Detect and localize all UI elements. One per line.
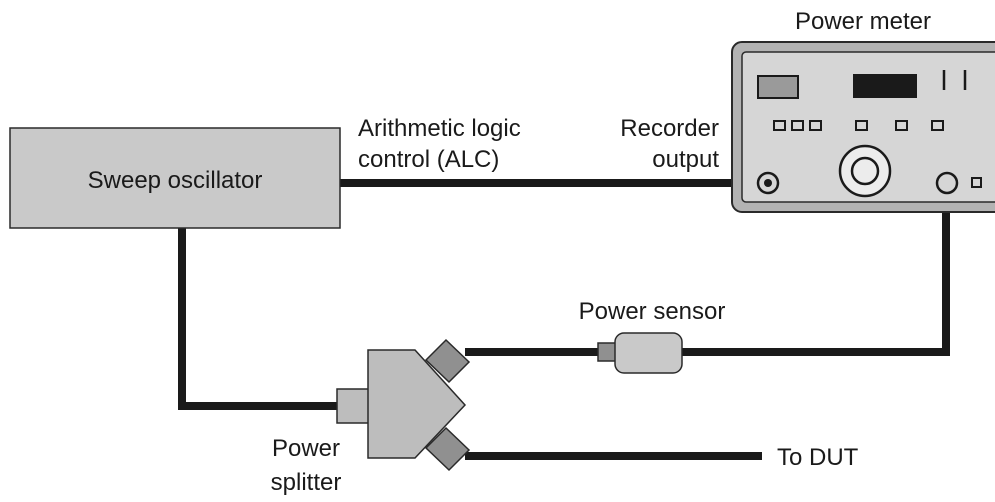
recorder-output-label-line1: Recorder <box>620 115 719 142</box>
sweep-oscillator-label: Sweep oscillator <box>88 167 263 194</box>
alc-label-line2: control (ALC) <box>358 146 499 173</box>
meter-button <box>773 120 786 131</box>
sweep-oscillator: Sweep oscillator <box>9 127 341 229</box>
power-splitter-label-line1: Power <box>272 435 340 462</box>
recorder-output-label-line2: output <box>652 146 719 173</box>
meter-indicator <box>971 177 982 188</box>
to-dut-label: To DUT <box>777 444 859 471</box>
power-sensor <box>597 332 683 374</box>
power-meter-front-panel <box>741 51 995 203</box>
splitter-upper-output-connector <box>424 338 471 384</box>
splitter-input-connector <box>336 388 370 424</box>
meter-button <box>809 120 822 131</box>
power-sensor-body <box>614 332 683 374</box>
meter-knob-inner <box>850 156 880 186</box>
splitter-lower-output-connector <box>424 426 471 472</box>
meter-button <box>931 120 944 131</box>
meter-button <box>791 120 804 131</box>
sweep-oscillator-box <box>9 127 341 229</box>
power-splitter <box>336 338 471 472</box>
meter-button <box>855 120 868 131</box>
oscillator-to-splitter-cable <box>178 228 340 410</box>
power-meter <box>731 41 995 213</box>
meter-display <box>853 74 917 98</box>
alc-label-line1: Arithmetic logic <box>358 115 521 142</box>
meter-window <box>757 75 799 99</box>
recorder-output-jack-center <box>764 179 772 187</box>
power-meter-label: Power meter <box>795 8 931 35</box>
power-sensor-label: Power sensor <box>579 298 726 325</box>
meter-button <box>895 120 908 131</box>
power-splitter-label-line2: splitter <box>271 469 342 496</box>
sensor-to-meter-cable <box>682 183 950 356</box>
splitter-body <box>367 349 467 459</box>
sensor-input-jack <box>935 171 959 195</box>
